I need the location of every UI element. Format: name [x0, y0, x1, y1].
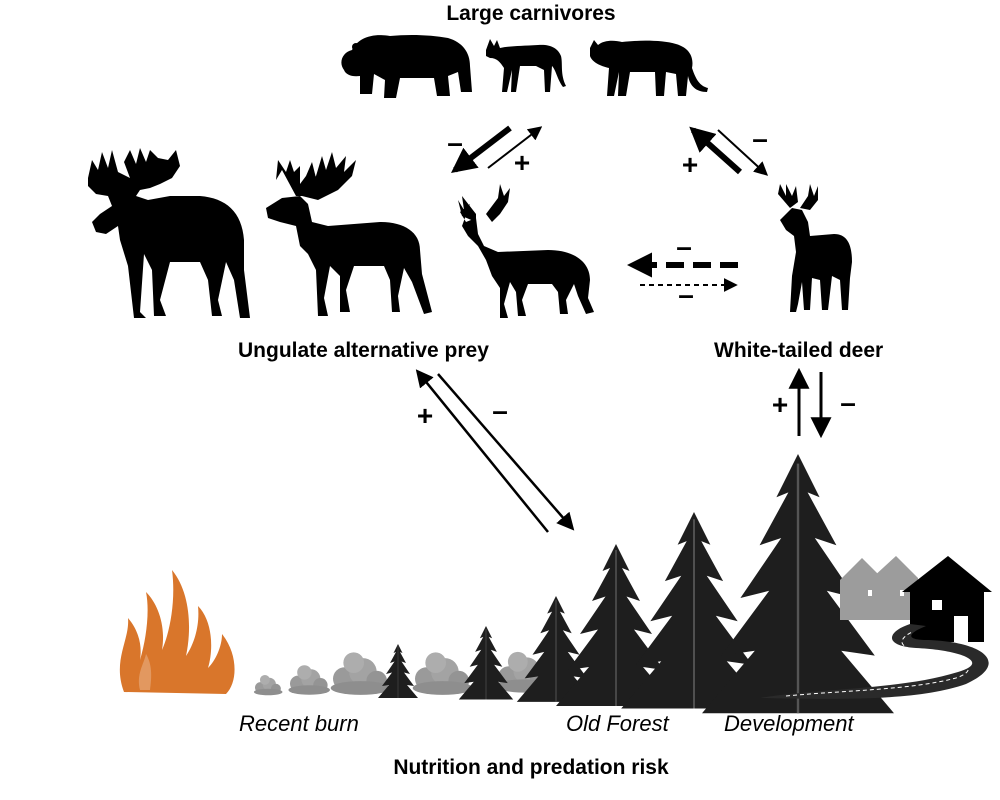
road-icon — [760, 624, 989, 699]
sign-deer-to-development: – — [840, 387, 856, 418]
sign-carnivore-to-prey: – — [447, 127, 463, 158]
white-tailed-deer-icon — [778, 184, 852, 312]
ungulate-alternative-prey-label: Ungulate alternative prey — [238, 339, 489, 362]
prey-to-carnivore-arrow — [487, 126, 543, 169]
sign-prey-to-forest: – — [492, 395, 508, 426]
fire-icon — [119, 570, 235, 694]
cougar-icon — [590, 40, 708, 96]
forest-to-prey-arrow — [415, 369, 549, 533]
recent-burn-label: Recent burn — [239, 711, 359, 736]
sign-deer-on-prey-lower: – — [678, 279, 694, 310]
sign-forest-to-prey: + — [417, 400, 433, 431]
wolf-icon — [486, 39, 566, 92]
sign-development-to-deer: + — [772, 389, 788, 420]
sign-deer-to-carnivore: + — [682, 149, 698, 180]
nutrition-predation-risk-label: Nutrition and predation risk — [393, 756, 669, 779]
deer-to-carnivore-arrow — [689, 126, 742, 175]
sign-carnivore-to-deer: – — [752, 123, 768, 154]
development-label: Development — [724, 711, 854, 736]
elk-icon — [266, 152, 432, 316]
moose-icon — [88, 148, 250, 318]
bear-icon — [341, 34, 472, 98]
prey-to-forest-arrow — [437, 373, 575, 531]
house-icon — [840, 556, 992, 642]
sign-prey-to-carnivore: + — [514, 147, 530, 178]
white-tailed-deer-label: White-tailed deer — [714, 339, 884, 362]
carnivore-to-prey-arrow — [450, 125, 512, 174]
sign-deer-on-prey-upper: – — [676, 231, 692, 262]
mule-deer-icon — [458, 184, 594, 318]
large-carnivores-label: Large carnivores — [446, 2, 616, 25]
old-forest-label: Old Forest — [566, 711, 669, 736]
carnivore-to-deer-arrow — [717, 129, 769, 176]
